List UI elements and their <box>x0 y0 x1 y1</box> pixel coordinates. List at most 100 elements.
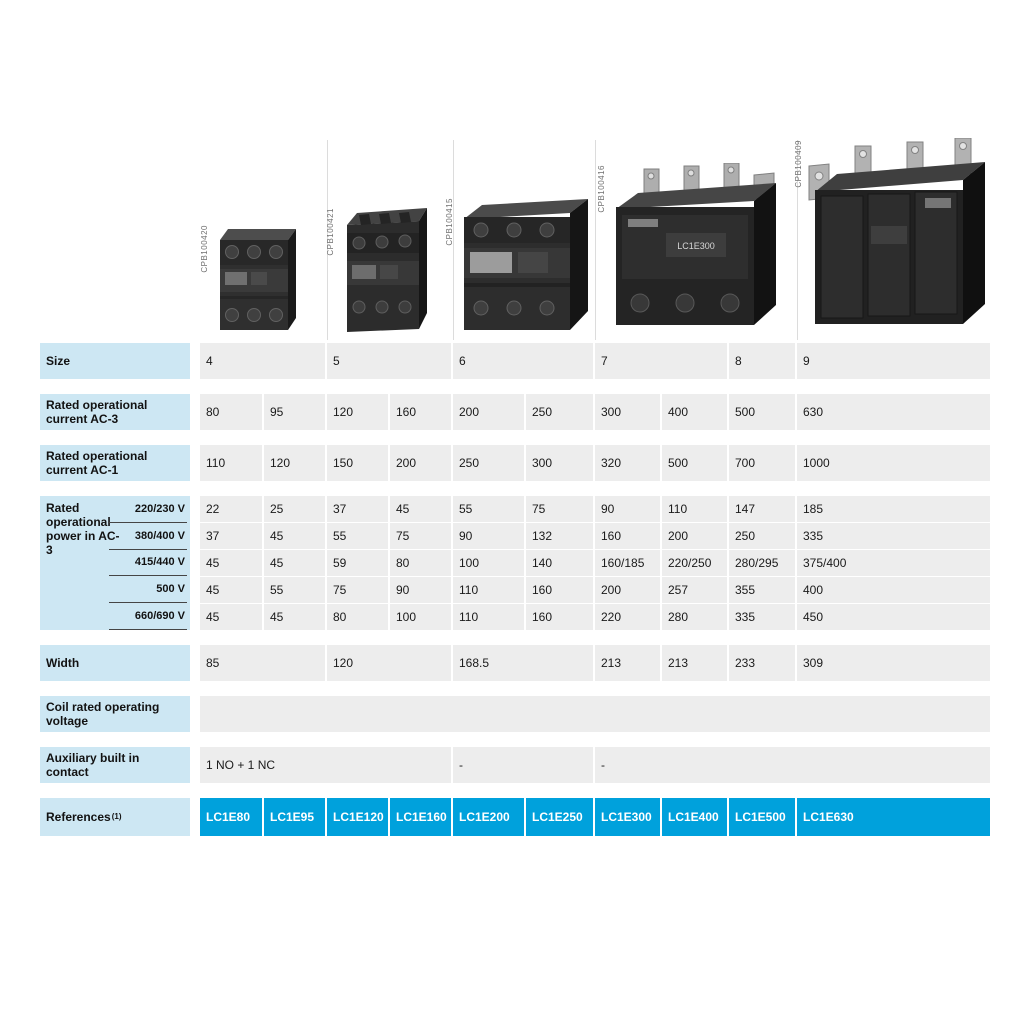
reference-cell: LC1E95 <box>264 798 325 836</box>
row-label-references: References(1) <box>40 798 190 836</box>
spec-cell: 90 <box>453 523 524 549</box>
row-label-size: Size <box>40 343 190 379</box>
table-row-size: Size 4 5 6 7 8 9 <box>40 343 990 379</box>
spec-cell: 75 <box>526 496 593 522</box>
reference-cell: LC1E500 <box>729 798 795 836</box>
spec-cell: 9 <box>797 343 990 379</box>
spec-cell: 45 <box>390 496 451 522</box>
spec-cell: 355 <box>729 577 795 603</box>
photo-reference-label: CPB100421 <box>326 208 335 256</box>
reference-cell: LC1E160 <box>390 798 451 836</box>
spec-cell: 280/295 <box>729 550 795 576</box>
spec-cell: 160/185 <box>595 550 660 576</box>
spec-cell: 168.5 <box>453 645 593 681</box>
reference-cell: LC1E200 <box>453 798 524 836</box>
row-label-coil-voltage: Coil rated operating voltage <box>40 696 190 732</box>
spec-cell: 220 <box>595 604 660 630</box>
spec-cell: 250 <box>526 394 593 430</box>
voltage-label: 220/230 V <box>109 496 187 523</box>
spec-cell: 4 <box>200 343 325 379</box>
spec-cell: 110 <box>662 496 727 522</box>
spec-cell: 200 <box>595 577 660 603</box>
spec-cell: 280 <box>662 604 727 630</box>
spec-cell: 55 <box>453 496 524 522</box>
references-footnote-marker: (1) <box>111 812 122 822</box>
spec-cell <box>200 696 990 732</box>
spec-cell: 37 <box>327 496 388 522</box>
spec-cell: 132 <box>526 523 593 549</box>
table-row-coil-voltage: Coil rated operating voltage <box>40 696 990 732</box>
spec-cell: 213 <box>595 645 660 681</box>
spec-cell: 160 <box>595 523 660 549</box>
spec-cell: 120 <box>327 645 451 681</box>
spec-cell: 200 <box>390 445 451 481</box>
row-label-current-ac1: Rated operational current AC-1 <box>40 445 190 481</box>
table-row-current-ac3: Rated operational current AC-3 80 95 120… <box>40 394 990 430</box>
spec-cell: 220/250 <box>662 550 727 576</box>
spec-cell: 110 <box>453 604 524 630</box>
spec-cell: 110 <box>200 445 262 481</box>
spec-cell: 630 <box>797 394 990 430</box>
spec-cell: 45 <box>200 577 262 603</box>
spec-cell: 1000 <box>797 445 990 481</box>
spec-cell: 80 <box>327 604 388 630</box>
photo-reference-label: CPB100415 <box>445 198 454 246</box>
photo-reference-label: CPB100416 <box>597 165 606 213</box>
reference-cell: LC1E400 <box>662 798 727 836</box>
spec-cell: 6 <box>453 343 593 379</box>
contactor-photo-size5 <box>337 203 432 337</box>
column-separator <box>595 140 596 340</box>
contactor-photo-size9 <box>805 137 990 337</box>
spec-cell: 300 <box>526 445 593 481</box>
spec-cell: 45 <box>200 604 262 630</box>
spec-cell: 8 <box>729 343 795 379</box>
photo-reference-label: CPB100420 <box>200 225 209 273</box>
row-label-auxiliary-contact: Auxiliary built in contact <box>40 747 190 783</box>
reference-cell: LC1E300 <box>595 798 660 836</box>
spec-cell: 250 <box>453 445 524 481</box>
table-row-width: Width 85 120 168.5 213 213 233 309 <box>40 645 990 681</box>
contactor-photo-size6 <box>458 193 592 337</box>
spec-cell: 80 <box>200 394 262 430</box>
spec-cell: 375/400 <box>797 550 990 576</box>
spec-cell: 90 <box>390 577 451 603</box>
voltage-label: 660/690 V <box>109 603 187 630</box>
spec-cell: - <box>595 747 990 783</box>
spec-cell: 45 <box>264 523 325 549</box>
spec-cell: 95 <box>264 394 325 430</box>
spec-cell: 85 <box>200 645 325 681</box>
spec-cell: 120 <box>327 394 388 430</box>
spec-cell: 160 <box>390 394 451 430</box>
spec-cell: 25 <box>264 496 325 522</box>
reference-cell: LC1E120 <box>327 798 388 836</box>
spec-cell: 22 <box>200 496 262 522</box>
spec-cell: 400 <box>797 577 990 603</box>
reference-cell: LC1E250 <box>526 798 593 836</box>
references-label-text: References <box>46 809 111 824</box>
row-label-width: Width <box>40 645 190 681</box>
spec-cell: 75 <box>390 523 451 549</box>
voltage-label: 380/400 V <box>109 523 187 550</box>
spec-cell: 45 <box>200 550 262 576</box>
column-separator <box>327 140 328 340</box>
spec-cell: 450 <box>797 604 990 630</box>
spec-cell: 335 <box>729 604 795 630</box>
spec-cell: 160 <box>526 577 593 603</box>
spec-cell: 700 <box>729 445 795 481</box>
contactor-photo-size4 <box>212 222 302 337</box>
spec-cell: 1 NO + 1 NC <box>200 747 451 783</box>
contactor-photo-size7: LC1E300 <box>608 162 785 337</box>
spec-cell: 37 <box>200 523 262 549</box>
table-row-current-ac1: Rated operational current AC-1 110 120 1… <box>40 445 990 481</box>
row-label-power: Rated operational power in AC-3 220/230 … <box>40 496 190 630</box>
spec-cell: 45 <box>264 604 325 630</box>
spec-cell: 400 <box>662 394 727 430</box>
voltage-label: 500 V <box>109 576 187 604</box>
spec-cell: 55 <box>264 577 325 603</box>
spec-cell: 100 <box>390 604 451 630</box>
spec-cell: 200 <box>453 394 524 430</box>
spec-cell: 45 <box>264 550 325 576</box>
spec-cell: 59 <box>327 550 388 576</box>
product-photos-section: CPB100420 CPB100421 CPB100415 CPB100416 … <box>200 130 990 342</box>
spec-cell: 90 <box>595 496 660 522</box>
